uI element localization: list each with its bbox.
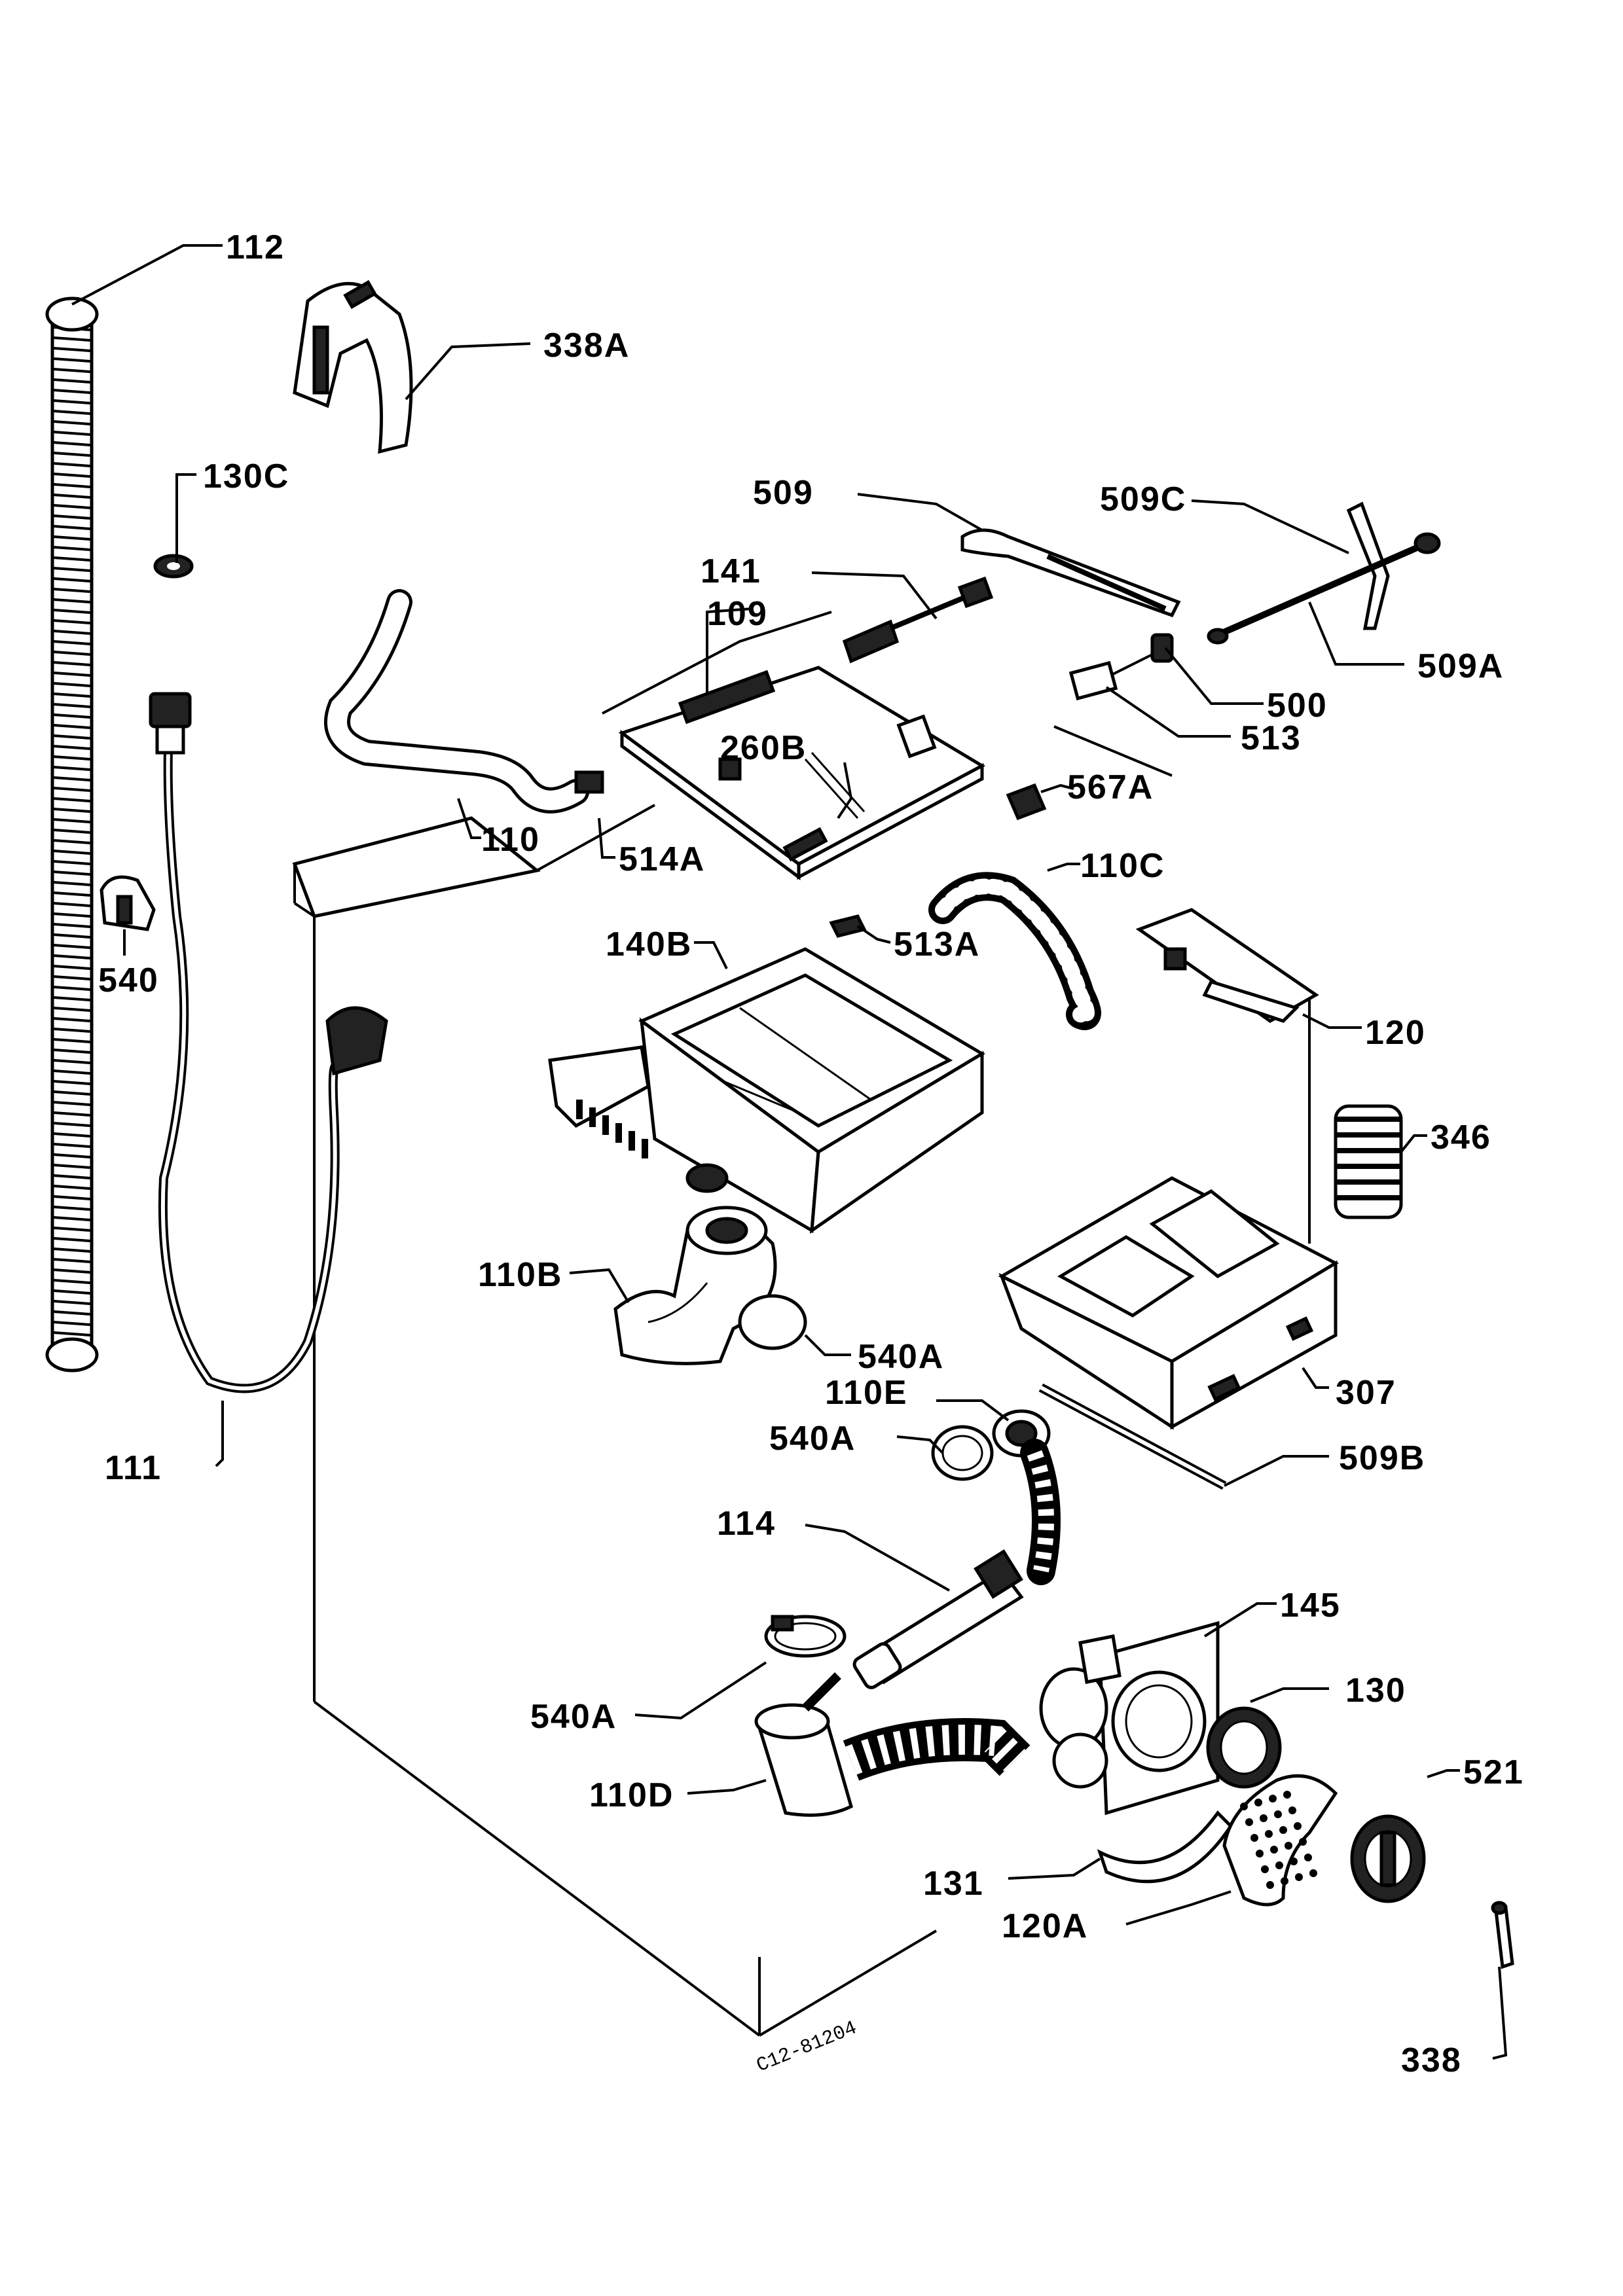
label-513a: 513A: [894, 925, 980, 963]
label-120: 120: [1365, 1014, 1426, 1052]
label-130c: 130C: [203, 457, 289, 495]
pump-seal-ring: [1206, 1706, 1282, 1789]
dispenser-drawer: [998, 1176, 1340, 1430]
label-540: 540: [98, 961, 159, 999]
heating-element-tube: [852, 1549, 1024, 1689]
label-567a: 567A: [1067, 768, 1154, 806]
pump-filter: [1222, 1774, 1338, 1907]
guide-rod: [1038, 1383, 1227, 1490]
label-514a: 514A: [619, 840, 705, 878]
label-338a: 338A: [543, 327, 630, 365]
corrugated-drain-hose: [45, 296, 99, 1372]
valve-block-tray: [618, 666, 986, 880]
inlet-hose: [149, 692, 388, 1393]
label-130: 130: [1345, 1672, 1406, 1710]
filter-cap: [1350, 1814, 1426, 1903]
dispenser-housing: [548, 947, 985, 1234]
dispenser-lid: [1135, 908, 1319, 1023]
label-338: 338: [1401, 2041, 1462, 2079]
gasket-half: [1097, 1810, 1233, 1884]
label-141: 141: [701, 552, 761, 590]
hose-guide-bracket: [293, 279, 413, 454]
label-109: 109: [707, 595, 768, 633]
hose-clamp: [764, 1615, 847, 1658]
micro-switch: [1068, 633, 1174, 701]
label-509: 509: [753, 474, 814, 512]
label-521: 521: [1463, 1753, 1524, 1791]
lever-arm-assembly: [1207, 501, 1441, 645]
label-509b: 509B: [1339, 1439, 1425, 1477]
upper-hose: [324, 589, 604, 814]
label-114: 114: [717, 1505, 776, 1543]
label-111: 111: [105, 1449, 162, 1487]
wire-connector: [842, 576, 994, 664]
small-clip: [1006, 783, 1047, 821]
leader-lines: [71, 244, 1508, 2060]
label-112: 112: [226, 228, 285, 266]
label-509c: 509C: [1100, 480, 1186, 518]
label-110: 110: [481, 821, 540, 859]
label-540a-lower: 540A: [530, 1698, 617, 1736]
label-110c: 110C: [1080, 847, 1165, 885]
hose-clip: [100, 875, 156, 931]
label-346: 346: [1431, 1119, 1491, 1157]
part-labels: 112 338A 130C 509 509C 141 109 500 509A …: [98, 228, 1524, 2079]
label-110b: 110B: [478, 1256, 562, 1294]
sump-hose: [613, 1206, 807, 1365]
drawing-code: C12-81204: [754, 2017, 860, 2077]
connecting-hose-corrugated: [928, 872, 1101, 1030]
label-140b: 140B: [606, 925, 692, 963]
label-500: 500: [1267, 687, 1328, 725]
label-540a-upper: 540A: [858, 1338, 944, 1376]
door-lever: [960, 528, 1181, 618]
label-509a: 509A: [1417, 647, 1504, 685]
label-131: 131: [923, 1865, 984, 1903]
lower-bellows-pipe: [754, 1672, 1030, 1817]
label-540a-middle: 540A: [769, 1420, 856, 1458]
label-307: 307: [1336, 1374, 1396, 1412]
label-110d: 110D: [589, 1776, 674, 1814]
label-513: 513: [1241, 719, 1302, 757]
label-260b: 260B: [720, 729, 807, 767]
drain-elbow-corrugated: [931, 1409, 1061, 1585]
small-hook: [1491, 1901, 1514, 1969]
pump-housing: [1039, 1621, 1220, 1816]
label-110e: 110E: [825, 1374, 908, 1412]
bellows: [1334, 1104, 1403, 1219]
label-145: 145: [1280, 1587, 1341, 1624]
label-120a: 120A: [1002, 1907, 1088, 1945]
washer-seal-small: [153, 554, 194, 579]
